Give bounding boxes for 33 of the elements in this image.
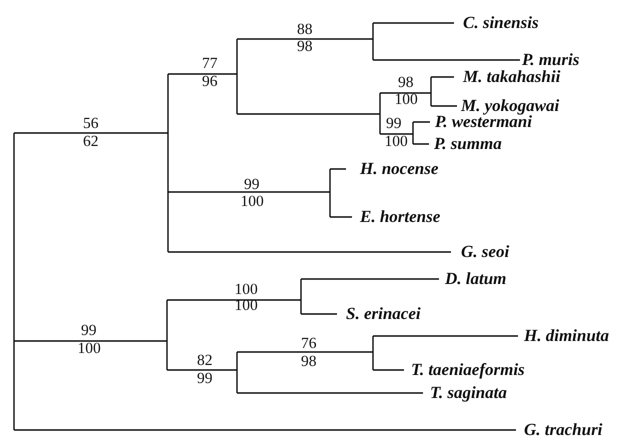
bootstrap-value: 77	[202, 55, 218, 73]
bootstrap-value: 98	[297, 38, 312, 56]
species-name: P. muris	[522, 50, 580, 70]
species-name: M. takahashii	[463, 67, 560, 87]
bootstrap-value: 56	[83, 115, 98, 133]
bootstrap-value: 98	[301, 353, 316, 371]
bootstrap-value: 99	[244, 176, 260, 194]
bootstrap-value: 96	[202, 73, 218, 91]
bootstrap-value: 62	[83, 133, 98, 151]
bootstrap-value: 99	[197, 370, 212, 388]
species-name: D. latum	[445, 269, 506, 289]
bootstrap-value: 99	[81, 322, 96, 340]
species-name: G. trachuri	[524, 420, 602, 436]
species-name: G. seoi	[461, 242, 510, 262]
bootstrap-value: 88	[297, 21, 312, 39]
bootstrap-value: 100	[78, 340, 101, 358]
bootstrap-value: 98	[398, 74, 414, 92]
bootstrap-value: 100	[240, 193, 264, 211]
species-name: P. summa	[434, 134, 502, 154]
species-name: T. saginata	[430, 383, 507, 403]
species-name: E. hortense	[360, 207, 440, 227]
species-name: S. erinacei	[346, 304, 421, 324]
bootstrap-value: 100	[234, 281, 258, 299]
bootstrap-value: 100	[394, 91, 418, 109]
bootstrap-value: 76	[301, 335, 316, 353]
bootstrap-value: 99	[386, 115, 402, 133]
bootstrap-value: 100	[384, 133, 408, 151]
species-name: M. yokogawai	[461, 96, 560, 115]
species-name: H. nocense	[360, 159, 438, 179]
species-name: T. taeniaeformis	[411, 360, 525, 380]
species-name: C. sinensis	[463, 13, 539, 33]
species-name: H. diminuta	[524, 326, 610, 346]
bootstrap-value: 82	[197, 352, 212, 370]
